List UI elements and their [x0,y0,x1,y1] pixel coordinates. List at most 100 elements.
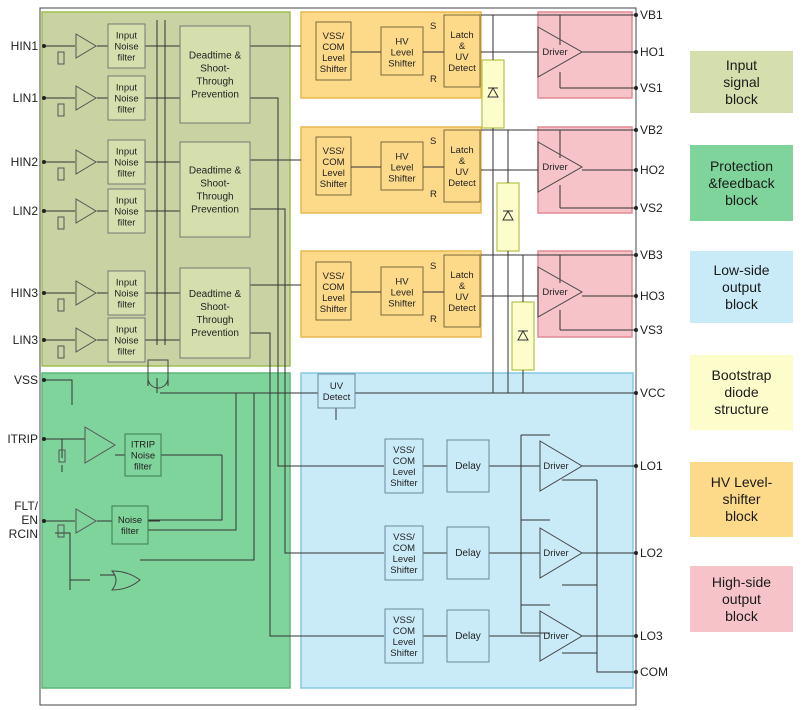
latch-reset-label: R [430,189,437,200]
pin-lo3-terminal [634,634,638,638]
pin-ho2: HO2 [640,163,665,177]
input-buffers [57,33,116,538]
low-side-vss-com-shifter-box [384,608,424,664]
pin-com: COM [640,665,668,679]
bootstrap-diode [517,329,529,341]
deadtime-box [179,25,251,124]
low-side-vss-com-shifter-box [384,525,424,581]
delay-box [446,609,490,663]
hv-level-shifter-box [380,26,424,76]
low-side-driver-label: Driver [543,461,568,472]
deadtime-box [179,141,251,238]
pin-vb3: VB3 [640,248,663,262]
deadtime-box [179,267,251,359]
wires [45,14,636,673]
vss-com-level-shifter-box [315,21,352,81]
hv-level-shifter-box [380,141,424,191]
pin-lo2: LO2 [640,546,663,560]
pin-itrip: ITRIP [7,432,38,446]
input-noise-filter-box [107,139,146,185]
input-noise-filter-box [107,75,146,121]
low-side-driver-label: Driver [543,548,568,559]
bootstrap-diode [487,86,499,98]
bootstrap-region-2 [496,182,520,252]
input-noise-filter-box [107,23,146,69]
latch-uv-detect-box [443,129,481,203]
pin-hin1-terminal [42,44,46,48]
vss-com-level-shifter-box [315,136,352,196]
low-side-driver-triangle [539,527,583,579]
pin-hin1: HIN1 [11,39,39,53]
pin-lin3-terminal [42,338,46,342]
pin-vb3-terminal [634,253,638,257]
pin-ho3: HO3 [640,289,665,303]
low-side-vss-com-shifter-box [384,438,424,494]
pin-hin3-terminal [42,291,46,295]
high-side-driver-triangle [537,26,584,78]
pin-ho3-terminal [634,294,638,298]
low-side-driver-label: Driver [543,631,568,642]
pin-vs3-terminal [634,328,638,332]
high-side-driver-label: Driver [542,162,567,173]
pin-lin3: LIN3 [13,333,39,347]
pin-vb1-terminal [634,13,638,17]
pin-vs1-terminal [634,86,638,90]
high-side-driver-label: Driver [542,47,567,58]
delay-label: Delay [455,631,481,642]
noise-filter-box [111,505,149,545]
pin-lin2: LIN2 [13,204,39,218]
hv-level-shifter-box [380,266,424,316]
pin-lin1: LIN1 [13,91,39,105]
pin-vb2-terminal [634,128,638,132]
pin-vs1: VS1 [640,81,663,95]
vss-com-level-shifter-box [315,261,352,321]
uv-detect-box [317,373,356,409]
chip-outline [39,7,637,706]
bootstrap-region-3 [511,301,535,371]
pin-vs3: VS3 [640,323,663,337]
pin-vb1: VB1 [640,8,663,22]
high-side-driver-triangle [537,266,584,318]
pin-vcc: VCC [640,386,666,400]
pin-vs2: VS2 [640,201,663,215]
delay-label: Delay [455,548,481,559]
pin-ho2-terminal [634,168,638,172]
input-noise-filter-box [107,188,146,234]
pin-hin3: HIN3 [11,286,39,300]
pin-flt-en-rcin-terminal [42,519,46,523]
pin-vb2: VB2 [640,123,663,137]
pin-vs2-terminal [634,206,638,210]
input-noise-filter-box [107,270,146,316]
latch-uv-detect-box [443,14,481,88]
pin-hin2-terminal [42,160,46,164]
pin-vss-terminal [42,378,46,382]
